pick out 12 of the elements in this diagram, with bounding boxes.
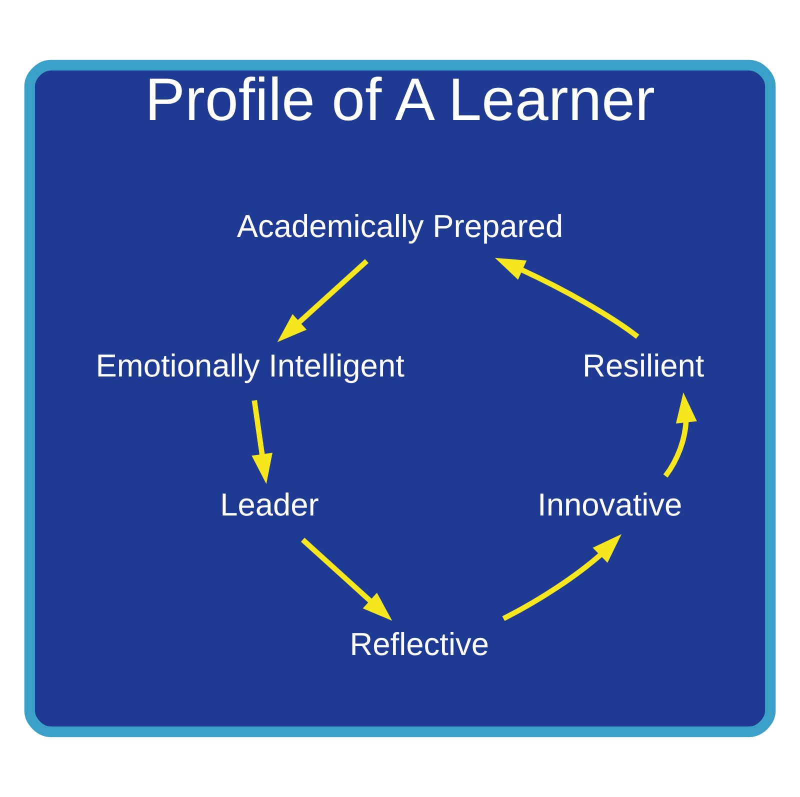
node-text: Innovative [538, 486, 682, 523]
arrow [502, 534, 622, 621]
node-text: Academically Prepared [236, 208, 564, 244]
arrow [494, 258, 640, 339]
node-text: Resilient [582, 347, 704, 384]
node-text: Emotionally Intelligent [96, 347, 404, 384]
arrow [300, 538, 392, 621]
arrow [663, 392, 697, 478]
arrow [277, 259, 369, 342]
arrow [252, 400, 272, 484]
node-text: Reflective [350, 626, 490, 662]
node-text: Leader [220, 486, 319, 523]
